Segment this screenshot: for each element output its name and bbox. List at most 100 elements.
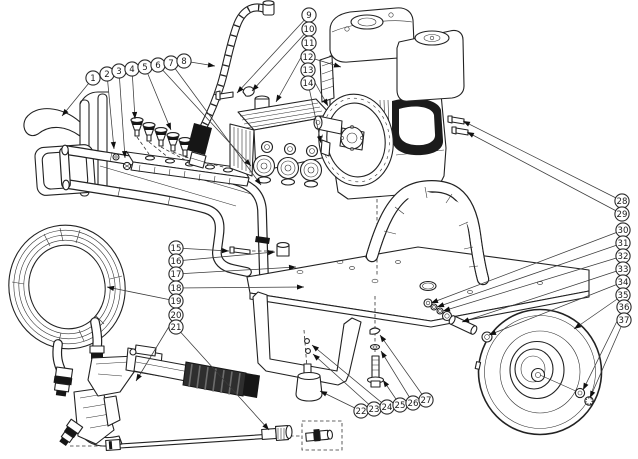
callout-circle — [300, 75, 316, 91]
mounting-bolt — [371, 355, 380, 379]
callout-number: 20 — [171, 311, 182, 321]
callout-9: 9 — [301, 7, 317, 23]
callout-number: 1 — [90, 74, 95, 84]
nozzle — [166, 132, 180, 152]
nozzle — [130, 117, 144, 137]
leader-line-10 — [251, 28, 310, 92]
callout-circle — [168, 319, 184, 335]
callout-36: 36 — [616, 299, 632, 315]
callout-3: 3 — [111, 63, 127, 79]
callout-number: 17 — [171, 270, 182, 280]
leader-line-17 — [175, 266, 297, 275]
leader-line-33 — [461, 268, 624, 323]
engine-bolt — [451, 116, 465, 125]
air-cleaner — [396, 29, 465, 102]
callout-number: 35 — [618, 291, 629, 301]
callout-12: 12 — [300, 49, 316, 65]
leader-line-35 — [573, 294, 624, 330]
leader-line-3 — [118, 70, 126, 159]
leader-arrow-18 — [296, 284, 304, 290]
callout-number: 25 — [395, 401, 406, 411]
handle-bolt — [233, 247, 251, 255]
leader-arrow-27 — [380, 335, 387, 343]
callout-number: 24 — [382, 403, 393, 413]
fuel-cap — [350, 14, 384, 30]
leader-line-5 — [144, 66, 172, 131]
leader-line-23 — [312, 353, 375, 410]
engine-assembly — [313, 7, 469, 200]
leader-line-4 — [131, 68, 136, 120]
callout-number: 32 — [618, 252, 629, 262]
leader-line-27 — [379, 334, 427, 401]
leader-arrow-30 — [431, 298, 439, 303]
callout-number: 12 — [303, 53, 314, 63]
leader-arrow-26 — [381, 351, 387, 359]
support-screw — [305, 348, 311, 354]
leader-line-1 — [61, 77, 94, 117]
leader-arrow-10 — [252, 84, 259, 91]
callout-27: 27 — [418, 392, 434, 408]
spray-wand — [70, 424, 302, 452]
leader-line-15 — [175, 247, 230, 252]
coiled-hose — [8, 224, 126, 397]
leader-line-34 — [488, 281, 624, 336]
engine-handle-recess — [392, 98, 444, 156]
callout-number: 30 — [618, 226, 629, 236]
high-pressure-hose — [187, 0, 275, 169]
callout-number: 10 — [304, 25, 315, 35]
leader-arrow-13 — [322, 98, 328, 106]
leader-line-30 — [430, 229, 624, 304]
callout-number: 23 — [369, 405, 380, 415]
leader-line-18 — [175, 286, 305, 289]
callout-14: 14 — [300, 75, 316, 91]
rubber-foot — [295, 375, 323, 402]
leader-line-32 — [442, 255, 624, 312]
pump-clip — [242, 86, 255, 97]
callout-15: 15 — [168, 240, 184, 256]
leader-line-9 — [236, 14, 310, 94]
callout-circle — [614, 206, 630, 222]
callout-circle — [418, 392, 434, 408]
callout-number: 37 — [619, 316, 630, 326]
leader-arrow-25 — [383, 380, 390, 388]
washer — [369, 343, 381, 351]
leader-line-7 — [170, 62, 262, 186]
leader-arrow-14 — [316, 135, 323, 143]
callout-1: 1 — [85, 70, 101, 86]
leader-arrow-33 — [462, 317, 470, 323]
callout-16: 16 — [168, 253, 184, 269]
callout-29: 29 — [614, 206, 630, 222]
leader-line-6 — [157, 64, 252, 167]
callout-number: 27 — [421, 396, 432, 406]
callout-number: 36 — [619, 303, 630, 313]
leader-arrow-37 — [590, 390, 596, 398]
engine-bolt — [455, 127, 469, 136]
callout-26: 26 — [405, 395, 421, 411]
nozzle — [154, 127, 168, 147]
callout-34: 34 — [615, 274, 631, 290]
callout-number: 14 — [303, 79, 314, 89]
leader-arrow-23 — [313, 354, 320, 361]
callout-number: 33 — [618, 265, 629, 275]
leader-arrow-20 — [136, 373, 142, 381]
callout-21: 21 — [168, 319, 184, 335]
leader-arrow-21 — [262, 423, 269, 430]
callout-number: 21 — [171, 323, 182, 333]
callout-25: 25 — [392, 397, 408, 413]
callout-35: 35 — [615, 287, 631, 303]
hose-grip — [187, 123, 212, 155]
callout-31: 31 — [615, 235, 631, 251]
spray-gun — [59, 344, 260, 447]
callout-10: 10 — [301, 21, 317, 37]
callout-17: 17 — [168, 266, 184, 282]
callout-number: 31 — [618, 239, 629, 249]
callout-number: 8 — [181, 57, 186, 67]
callout-19: 19 — [168, 293, 184, 309]
callout-number: 5 — [142, 63, 147, 73]
leader-arrow-35 — [574, 322, 582, 329]
quick-connect-nozzles — [130, 117, 228, 169]
support-screw — [304, 338, 310, 344]
axle-washer — [574, 387, 586, 399]
leader-arrow-34 — [489, 330, 497, 335]
